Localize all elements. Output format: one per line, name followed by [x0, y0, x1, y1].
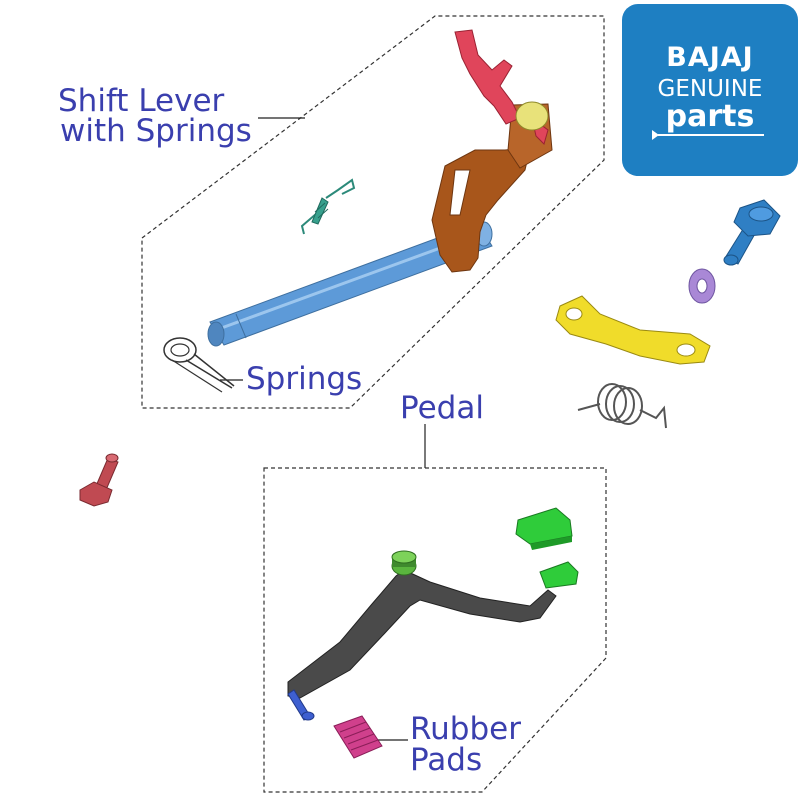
rubber-pads-label-line2: Pads: [410, 742, 483, 778]
pedal-group-outline: [263, 467, 607, 793]
springs-label: Springs: [246, 361, 363, 397]
logo-underline: [658, 134, 764, 136]
green-pad-lower: [539, 561, 579, 589]
logo-parts: parts: [665, 99, 755, 134]
red-bolt: [79, 453, 119, 507]
shift-lever-label-line1: Shift Lever: [58, 83, 225, 119]
blue-flange-bolt: [723, 199, 781, 266]
green-return-spring: [300, 178, 356, 235]
yellow-link-plate: [555, 295, 711, 365]
bajaj-genuine-parts-logo: BAJAJ GENUINE parts: [622, 4, 798, 176]
hairpin-spring: [163, 337, 235, 393]
logo-genuine: GENUINE: [657, 76, 763, 102]
shift-lever-label-line2: with Springs: [60, 113, 252, 149]
logo-brand: BAJAJ: [666, 42, 754, 73]
pedal-pin: [287, 689, 315, 721]
logo-arrow-icon: [652, 130, 659, 140]
green-pad-upper: [515, 507, 573, 550]
shift-lever-tip: [454, 29, 549, 145]
pedal-arm: [287, 550, 557, 699]
pedal-label: Pedal: [400, 390, 484, 426]
torsion-spring: [577, 383, 667, 429]
rubber-pad: [333, 715, 383, 759]
shift-lever-group-outline: [141, 15, 605, 409]
rubber-pads-label-line1: Rubber: [410, 711, 521, 747]
